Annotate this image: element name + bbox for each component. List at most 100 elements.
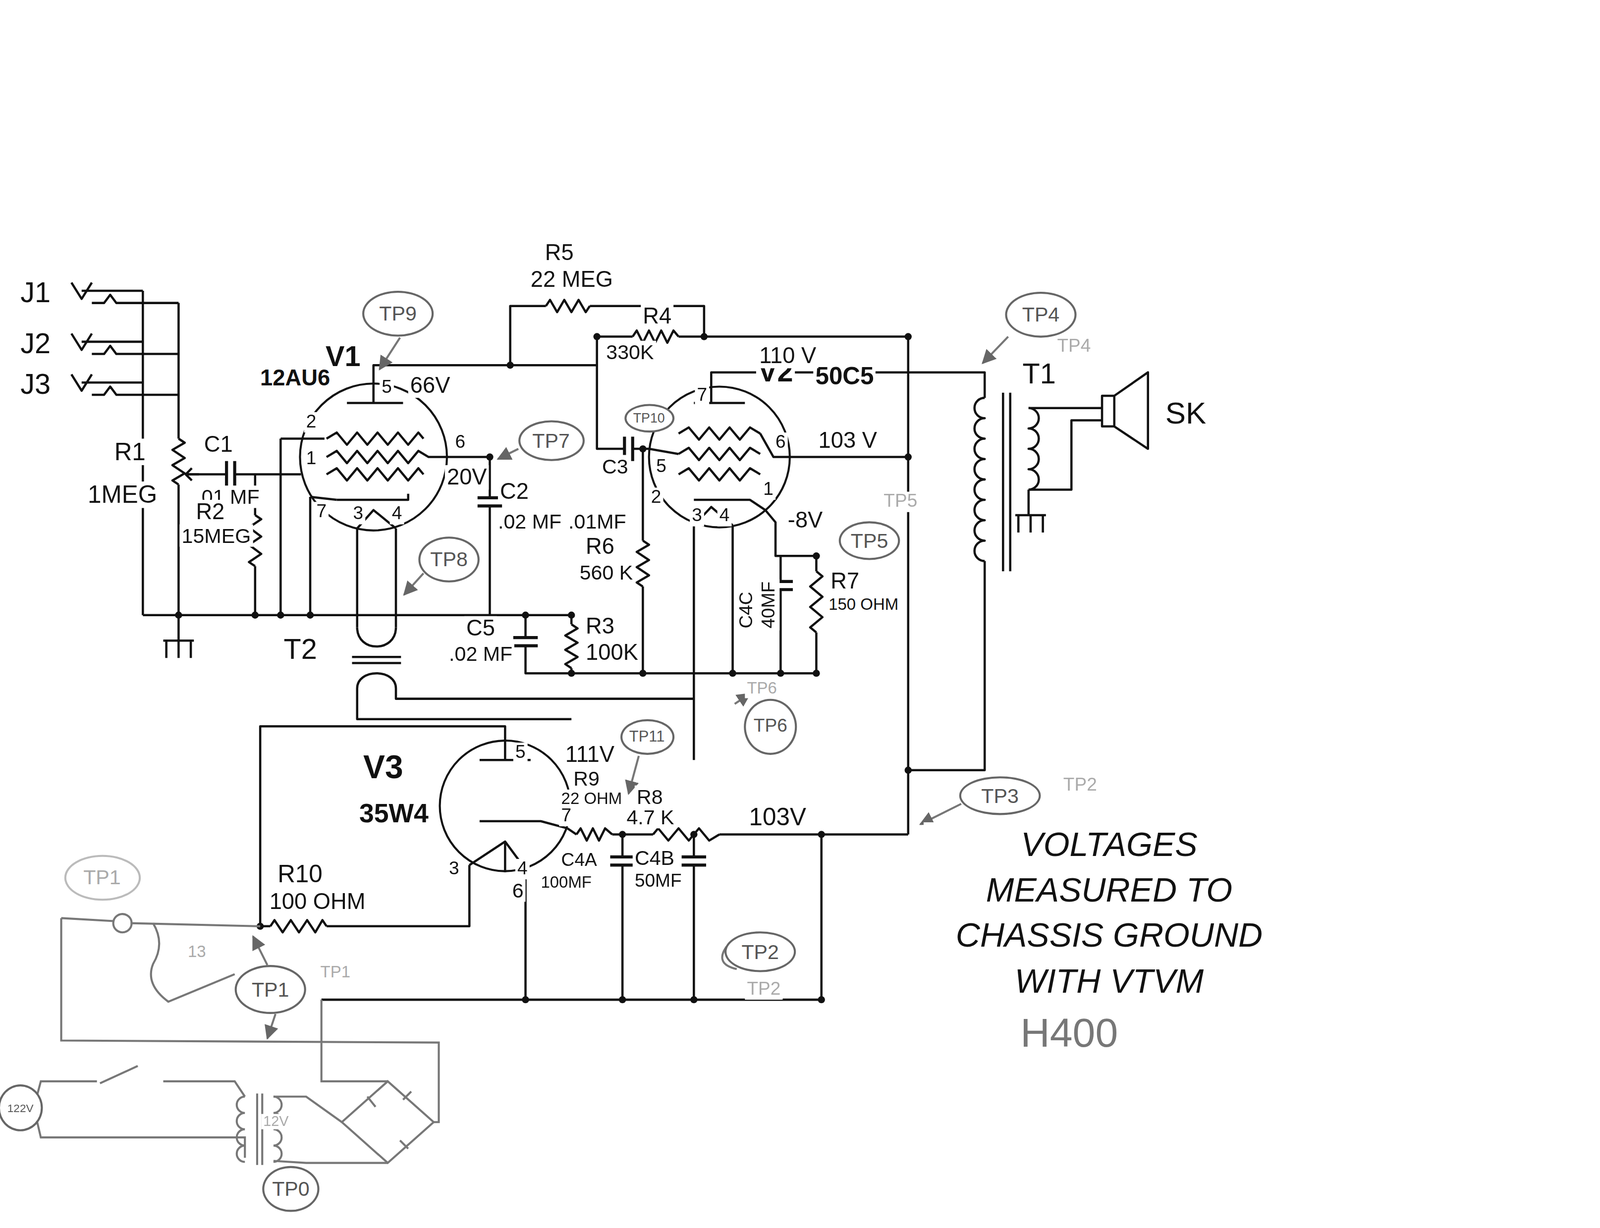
leader-arrow xyxy=(920,804,961,825)
jack-symbol xyxy=(71,282,179,395)
test-point-label: TP8 xyxy=(430,548,468,571)
part-name: C3 xyxy=(600,454,631,478)
potentiometer-wiper xyxy=(185,468,200,481)
test-point-label: TP5 xyxy=(850,529,889,552)
voltage-reading: 110 V xyxy=(757,343,819,369)
pin-number: 4 xyxy=(515,859,530,880)
test-point-label: TP3 xyxy=(981,784,1019,808)
tube-electrode xyxy=(326,402,766,870)
pin-number: 3 xyxy=(689,505,705,527)
note-text: VOLTAGES MEASURED TO CHASSIS GROUND WITH… xyxy=(923,822,1296,1005)
pin-number: 5 xyxy=(654,457,669,478)
test-point-circle: TP2 xyxy=(724,931,796,973)
test-point-circle: TP1 xyxy=(234,965,307,1015)
part-name: R9 xyxy=(571,767,602,790)
component-value: 150 OHM xyxy=(826,596,901,614)
part-name: R5 xyxy=(543,240,576,266)
test-point-circle: TP8 xyxy=(418,536,480,583)
test-point-mark: TP1 xyxy=(318,963,353,982)
component-value: 100K xyxy=(583,640,641,666)
pin-number: 4 xyxy=(389,503,405,525)
pin-number: 2 xyxy=(649,487,664,508)
pin-number: 6 xyxy=(773,432,788,453)
component-value: 50MF xyxy=(632,871,684,892)
test-point-circle: TP4 xyxy=(1004,291,1077,338)
test-point-circle: TP5 xyxy=(838,521,901,560)
leader-arrow xyxy=(497,448,519,460)
component-value: 4.7 K xyxy=(624,806,676,829)
tube-label: 35W4 xyxy=(357,798,431,828)
component-value: .02 MF xyxy=(496,510,564,533)
test-point-circle: TP10 xyxy=(623,403,674,433)
part-name: R7 xyxy=(828,569,862,595)
test-point-circle: TP1 xyxy=(63,854,141,901)
test-point-mark: TP2 xyxy=(1061,775,1100,796)
test-point-label: TP6 xyxy=(753,716,788,737)
component-value: 330K xyxy=(604,340,656,364)
part-name: T1 xyxy=(1020,359,1058,391)
test-point-label: TP4 xyxy=(1022,303,1060,326)
part-name: C1 xyxy=(202,432,235,458)
test-point-label: TP9 xyxy=(379,302,417,325)
part-name: R6 xyxy=(583,534,617,560)
resistor-symbol xyxy=(172,299,823,933)
pin-number: 6 xyxy=(510,879,526,902)
tube-envelope: V335W4 xyxy=(439,739,572,873)
voltage-reading: 103V xyxy=(746,804,809,831)
part-name: C2 xyxy=(497,479,531,505)
test-point-circle: TP3 xyxy=(959,776,1042,816)
voltage-reading: 20V xyxy=(444,465,490,491)
test-point-mark: TP6 xyxy=(744,679,779,698)
component-value: 13 xyxy=(185,942,209,961)
part-name: R4 xyxy=(640,304,674,330)
test-point-mark: TP4 xyxy=(1054,336,1093,358)
part-name: R2 xyxy=(193,499,227,525)
test-point-label: TP1 xyxy=(83,866,121,889)
leader-arrow xyxy=(982,336,1008,364)
test-point-label: TP10 xyxy=(633,411,665,426)
test-point-circle: TP0 xyxy=(262,1165,320,1213)
part-name: SK xyxy=(1163,395,1209,430)
voltage-reading: 103 V xyxy=(816,428,880,454)
test-point-mark: TP5 xyxy=(881,492,920,513)
part-name: C5 xyxy=(464,616,497,642)
part-name: J2 xyxy=(18,328,53,360)
voltage-reading: 111V xyxy=(563,742,617,768)
component-value: 560 K xyxy=(577,561,636,584)
voltage-reading: -8V xyxy=(785,508,826,534)
voltage-reading: 66V xyxy=(408,373,453,399)
part-name: T2 xyxy=(281,634,320,666)
test-point-label: TP1 xyxy=(251,978,290,1001)
part-name: C4B xyxy=(632,846,677,870)
leader-arrow xyxy=(253,936,268,966)
test-point-circle: 122V xyxy=(0,1084,43,1132)
tube-label: 50C5 xyxy=(813,363,876,390)
leader-arrow xyxy=(403,573,424,595)
test-point-circle: TP9 xyxy=(362,290,434,337)
pin-number: 7 xyxy=(694,385,710,406)
test-point-label: TP0 xyxy=(272,1177,310,1200)
pin-number: 1 xyxy=(304,448,319,470)
voltage-reading: 12V xyxy=(261,1114,291,1131)
pin-number: 7 xyxy=(314,501,329,523)
part-name: R3 xyxy=(583,614,617,640)
pin-number: 5 xyxy=(379,377,394,398)
pin-number: 3 xyxy=(446,859,462,880)
component-value: .02 MF xyxy=(446,642,515,665)
component-value: 100 OHM xyxy=(267,889,368,915)
component-value: 22 MEG xyxy=(528,267,615,293)
pin-number: 2 xyxy=(304,412,319,433)
test-point-circle: TP6 xyxy=(743,698,797,755)
pin-number: 1 xyxy=(761,479,776,500)
speaker-symbol xyxy=(1102,372,1149,449)
test-point-label: TP7 xyxy=(532,429,570,452)
pin-number: 7 xyxy=(559,806,574,827)
part-name: C4C xyxy=(736,589,758,631)
component-value: 22 OHM xyxy=(559,789,625,808)
pencil-additions xyxy=(36,336,1008,1166)
component-value: .01MF xyxy=(566,510,629,533)
test-point-circle: TP11 xyxy=(619,718,674,755)
tube-label: 12AU6 xyxy=(258,366,332,391)
